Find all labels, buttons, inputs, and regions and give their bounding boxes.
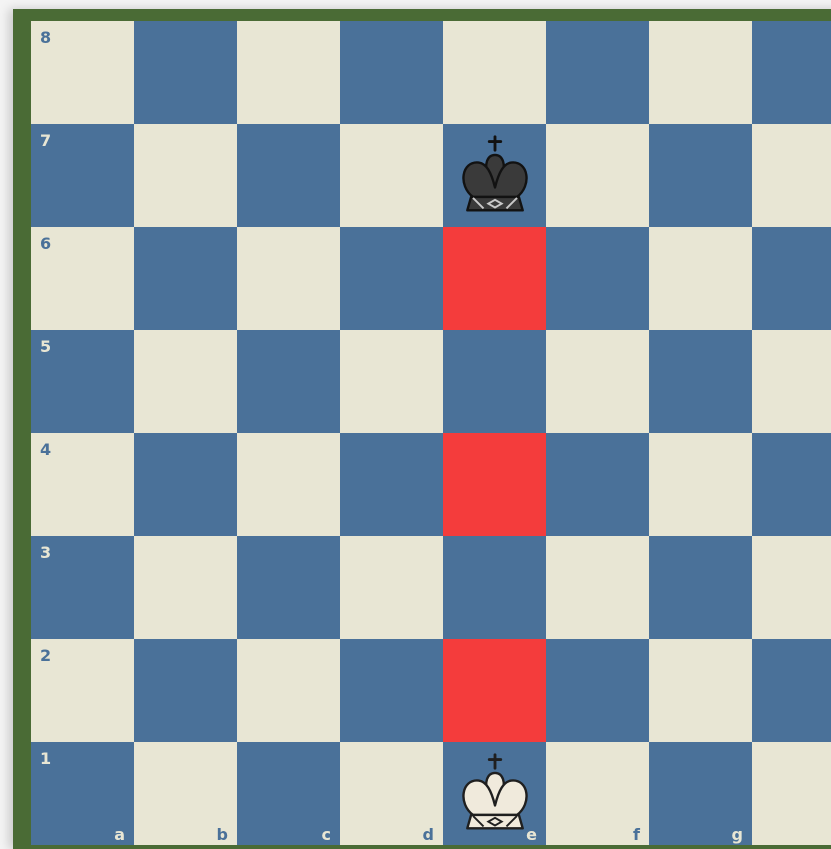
square-e4[interactable] — [443, 433, 546, 536]
square-e5[interactable] — [443, 330, 546, 433]
square-c3[interactable] — [237, 536, 340, 639]
square-d6[interactable] — [340, 227, 443, 330]
square-e2[interactable] — [443, 639, 546, 742]
black-king-icon[interactable] — [452, 132, 538, 218]
square-b1[interactable]: b — [134, 742, 237, 845]
square-c4[interactable] — [237, 433, 340, 536]
square-e7[interactable] — [443, 124, 546, 227]
white-king-icon[interactable] — [452, 750, 538, 836]
square-f7[interactable] — [546, 124, 649, 227]
square-a5[interactable]: 5 — [31, 330, 134, 433]
square-b4[interactable] — [134, 433, 237, 536]
square-h7[interactable] — [752, 124, 831, 227]
rank-label-8: 8 — [40, 30, 51, 46]
square-e1[interactable]: e — [443, 742, 546, 845]
rank-label-2: 2 — [40, 648, 51, 664]
file-label-d: d — [423, 827, 434, 843]
rank-label-1: 1 — [40, 751, 51, 767]
square-c1[interactable]: c — [237, 742, 340, 845]
square-g3[interactable] — [649, 536, 752, 639]
square-b7[interactable] — [134, 124, 237, 227]
square-f6[interactable] — [546, 227, 649, 330]
file-label-a: a — [114, 827, 125, 843]
file-label-b: b — [217, 827, 228, 843]
square-h8[interactable] — [752, 21, 831, 124]
square-g4[interactable] — [649, 433, 752, 536]
square-d5[interactable] — [340, 330, 443, 433]
square-f4[interactable] — [546, 433, 649, 536]
square-d8[interactable] — [340, 21, 443, 124]
square-b5[interactable] — [134, 330, 237, 433]
square-c8[interactable] — [237, 21, 340, 124]
square-a2[interactable]: 2 — [31, 639, 134, 742]
file-label-c: c — [322, 827, 331, 843]
rank-label-5: 5 — [40, 339, 51, 355]
square-c2[interactable] — [237, 639, 340, 742]
square-g7[interactable] — [649, 124, 752, 227]
square-d2[interactable] — [340, 639, 443, 742]
square-f3[interactable] — [546, 536, 649, 639]
square-d1[interactable]: d — [340, 742, 443, 845]
rank-label-4: 4 — [40, 442, 51, 458]
square-b2[interactable] — [134, 639, 237, 742]
square-h6[interactable] — [752, 227, 831, 330]
file-label-g: g — [732, 827, 743, 843]
square-e6[interactable] — [443, 227, 546, 330]
square-g2[interactable] — [649, 639, 752, 742]
square-c7[interactable] — [237, 124, 340, 227]
square-f2[interactable] — [546, 639, 649, 742]
square-b3[interactable] — [134, 536, 237, 639]
square-h1[interactable]: h — [752, 742, 831, 845]
square-e8[interactable] — [443, 21, 546, 124]
square-h2[interactable] — [752, 639, 831, 742]
square-d4[interactable] — [340, 433, 443, 536]
square-c5[interactable] — [237, 330, 340, 433]
square-a3[interactable]: 3 — [31, 536, 134, 639]
chess-board[interactable]: 87654321abcdefgh — [31, 21, 831, 845]
square-e3[interactable] — [443, 536, 546, 639]
square-g1[interactable]: g — [649, 742, 752, 845]
square-h3[interactable] — [752, 536, 831, 639]
square-h4[interactable] — [752, 433, 831, 536]
square-d7[interactable] — [340, 124, 443, 227]
square-h5[interactable] — [752, 330, 831, 433]
square-a6[interactable]: 6 — [31, 227, 134, 330]
rank-label-7: 7 — [40, 133, 51, 149]
square-g6[interactable] — [649, 227, 752, 330]
square-d3[interactable] — [340, 536, 443, 639]
square-c6[interactable] — [237, 227, 340, 330]
file-label-f: f — [633, 827, 640, 843]
rank-label-6: 6 — [40, 236, 51, 252]
rank-label-3: 3 — [40, 545, 51, 561]
square-f8[interactable] — [546, 21, 649, 124]
square-a7[interactable]: 7 — [31, 124, 134, 227]
square-b8[interactable] — [134, 21, 237, 124]
square-a8[interactable]: 8 — [31, 21, 134, 124]
square-f1[interactable]: f — [546, 742, 649, 845]
square-f5[interactable] — [546, 330, 649, 433]
square-g5[interactable] — [649, 330, 752, 433]
board-frame: 87654321abcdefgh — [13, 9, 831, 849]
square-g8[interactable] — [649, 21, 752, 124]
square-b6[interactable] — [134, 227, 237, 330]
square-a4[interactable]: 4 — [31, 433, 134, 536]
